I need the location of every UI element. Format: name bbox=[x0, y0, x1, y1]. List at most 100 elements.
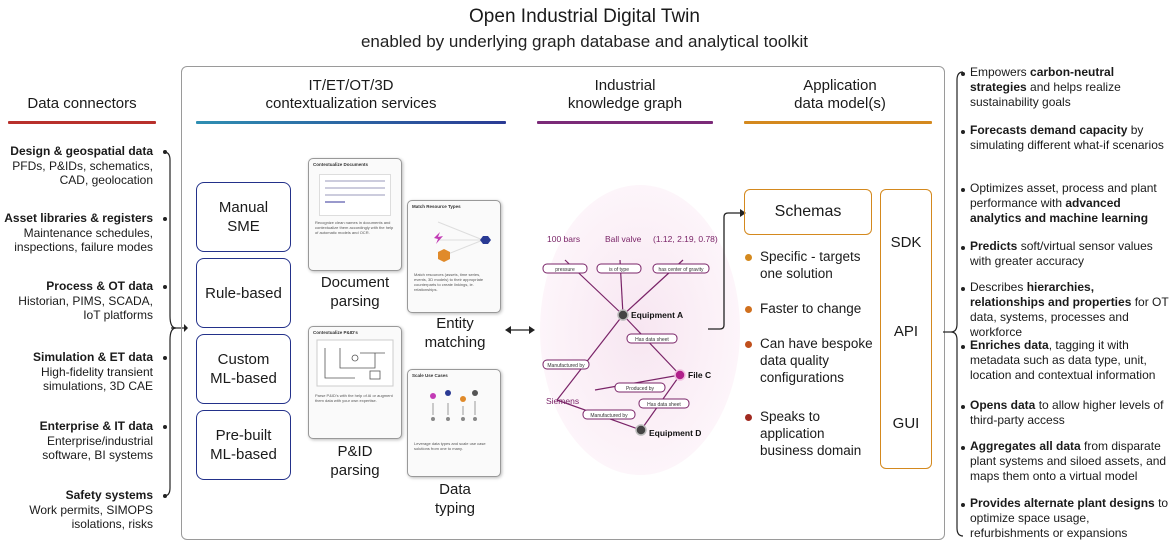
thumb-image bbox=[319, 174, 391, 216]
edge-label: Has data sheet bbox=[647, 402, 681, 408]
edge-label: has center of gravity bbox=[658, 267, 704, 273]
graph-node-label: Equipment A bbox=[631, 310, 683, 320]
connector-dot bbox=[163, 356, 167, 360]
benefit-bold: Aggregates all data bbox=[970, 439, 1081, 453]
benefit-bold: Opens data bbox=[970, 398, 1036, 412]
entity-match-icon bbox=[434, 221, 491, 262]
data-typing-thumbnail: Scale Use Cases Leverage data types and … bbox=[407, 369, 501, 477]
benefit-text: from disparate plant systems and siloed … bbox=[970, 439, 1167, 483]
benefit-item: Predicts soft/virtual sensor values with… bbox=[970, 239, 1169, 269]
method-rule-based: Rule-based bbox=[196, 258, 291, 328]
benefit-item: Enriches data, tagging it with metadata … bbox=[970, 338, 1169, 383]
benefit-bold: Enriches data bbox=[970, 338, 1049, 352]
schemas-box: Schemas bbox=[744, 189, 872, 235]
bullet-text: business domain bbox=[760, 443, 862, 458]
method-label: Custom bbox=[217, 351, 270, 368]
connector-process-ot: Process & OT data Historian, PIMS, SCADA… bbox=[0, 279, 153, 323]
benefit-item: Opens data to allow higher levels of thi… bbox=[970, 398, 1169, 428]
benefit-bold: Predicts bbox=[970, 239, 1018, 253]
connector-asset-libraries: Asset libraries & registers Maintenance … bbox=[0, 211, 153, 255]
thumb-text: Recognize clean names in documents and c… bbox=[315, 220, 394, 235]
data-typing-label: Data typing bbox=[400, 480, 510, 518]
pid-parsing-thumbnail: Contextualize P&ID's Parse P&ID's with t… bbox=[308, 326, 402, 439]
benefit-dot bbox=[961, 446, 965, 450]
pid-diagram-icon bbox=[316, 339, 394, 387]
method-label: Manual bbox=[218, 199, 269, 216]
connector-title: Process & OT data bbox=[46, 279, 153, 293]
benefit-bold: Provides alternate plant designs bbox=[970, 496, 1155, 510]
bullet-dot bbox=[745, 306, 752, 313]
edge-label: Manufactured by bbox=[590, 413, 628, 419]
interfaces-box bbox=[880, 189, 932, 469]
services-header-line: contextualization services bbox=[265, 95, 437, 112]
benefit-item: Forecasts demand capacity by simulating … bbox=[970, 123, 1169, 153]
benefit-item: Aggregates all data from disparate plant… bbox=[970, 439, 1169, 484]
connector-line: isolations, risks bbox=[71, 517, 153, 531]
benefit-dot bbox=[961, 287, 965, 291]
connector-line: IoT platforms bbox=[83, 308, 153, 322]
gui-label: GUI bbox=[892, 415, 920, 432]
benefit-text: to allow higher levels of third-party ac… bbox=[970, 398, 1164, 427]
method-label: ML-based bbox=[210, 370, 277, 387]
graph-value: Ball valve bbox=[605, 234, 642, 244]
app-header-line: data model(s) bbox=[794, 95, 886, 112]
benefit-bold: Forecasts demand capacity bbox=[970, 123, 1128, 137]
graph-node-equipment-a bbox=[617, 309, 629, 321]
benefit-item: Describes hierarchies, relationships and… bbox=[970, 280, 1169, 340]
benefit-dot bbox=[961, 130, 965, 134]
connector-line: simulations, 3D CAE bbox=[42, 379, 153, 393]
benefit-item: Optimizes asset, process and plant perfo… bbox=[970, 181, 1169, 226]
benefit-text: , tagging it with metadata such as data … bbox=[970, 338, 1156, 382]
benefit-text: and helps realize sustainability goals bbox=[970, 80, 1121, 109]
graph-node-label: File C bbox=[688, 370, 711, 380]
connector-line: software, BI systems bbox=[42, 448, 153, 462]
api-label: API bbox=[893, 323, 919, 340]
benefit-text: to optimize space usage, refurbishments … bbox=[970, 496, 1169, 540]
benefit-bold: hierarchies, relationships and propertie… bbox=[970, 280, 1132, 309]
entity-matching-thumbnail: Match Resource Types Match resources (as… bbox=[407, 200, 501, 313]
connector-line: PFDs, P&IDs, schematics, bbox=[12, 158, 153, 173]
benefit-item: Empowers carbon-neutral strategies and h… bbox=[970, 65, 1169, 110]
thumb-title: Contextualize Documents bbox=[313, 162, 369, 167]
document-parsing-thumbnail: Contextualize Documents Recognize clean … bbox=[308, 158, 402, 271]
svc-label: typing bbox=[434, 500, 476, 517]
benefit-dot bbox=[961, 503, 965, 507]
double-arrow-icon bbox=[505, 326, 535, 334]
connector-dot bbox=[163, 494, 167, 498]
svc-label: Data bbox=[439, 481, 471, 498]
bullet-text: Speaks to bbox=[760, 409, 821, 424]
benefit-bold: carbon-neutral strategies bbox=[970, 65, 1115, 94]
schema-bullet: Faster to change bbox=[760, 300, 875, 317]
connector-line: Maintenance schedules, bbox=[23, 225, 153, 240]
connector-enterprise-it: Enterprise & IT data Enterprise/industri… bbox=[0, 419, 153, 463]
data-typing-icon bbox=[430, 390, 478, 421]
data-connectors-header: Data connectors bbox=[27, 95, 137, 112]
thumb-title: Contextualize P&ID's bbox=[313, 330, 358, 335]
method-label: ML-based bbox=[210, 446, 277, 463]
thumb-title: Match Resource Types bbox=[412, 204, 461, 209]
bullet-dot bbox=[745, 414, 752, 421]
graph-header-line: Industrial bbox=[594, 77, 656, 94]
app-header-line: Application bbox=[803, 77, 877, 94]
edge-label: Produced by bbox=[626, 386, 655, 392]
method-label: Rule-based bbox=[205, 284, 282, 302]
svc-label: P&ID bbox=[337, 443, 373, 460]
thumb-text: Parse P&ID's with the help of AI or augm… bbox=[315, 393, 393, 403]
bullet-text: Specific - targets bbox=[760, 249, 861, 264]
graph-header-line: knowledge graph bbox=[567, 95, 683, 112]
edge-label: pressure bbox=[555, 267, 575, 273]
connector-line: inspections, failure modes bbox=[14, 240, 153, 254]
app-header: Application data model(s) bbox=[760, 77, 920, 113]
svc-label: parsing bbox=[330, 293, 380, 310]
bullet-dot bbox=[745, 341, 752, 348]
benefit-dot bbox=[961, 345, 965, 349]
services-header: IT/ET/OT/3D contextualization services bbox=[220, 77, 482, 113]
connector-line: High-fidelity transient bbox=[40, 364, 153, 379]
graph-value: 100 bars bbox=[547, 234, 580, 244]
connector-simulation-et: Simulation & ET data High-fidelity trans… bbox=[0, 350, 153, 394]
connector-title: Design & geospatial data bbox=[10, 144, 153, 158]
